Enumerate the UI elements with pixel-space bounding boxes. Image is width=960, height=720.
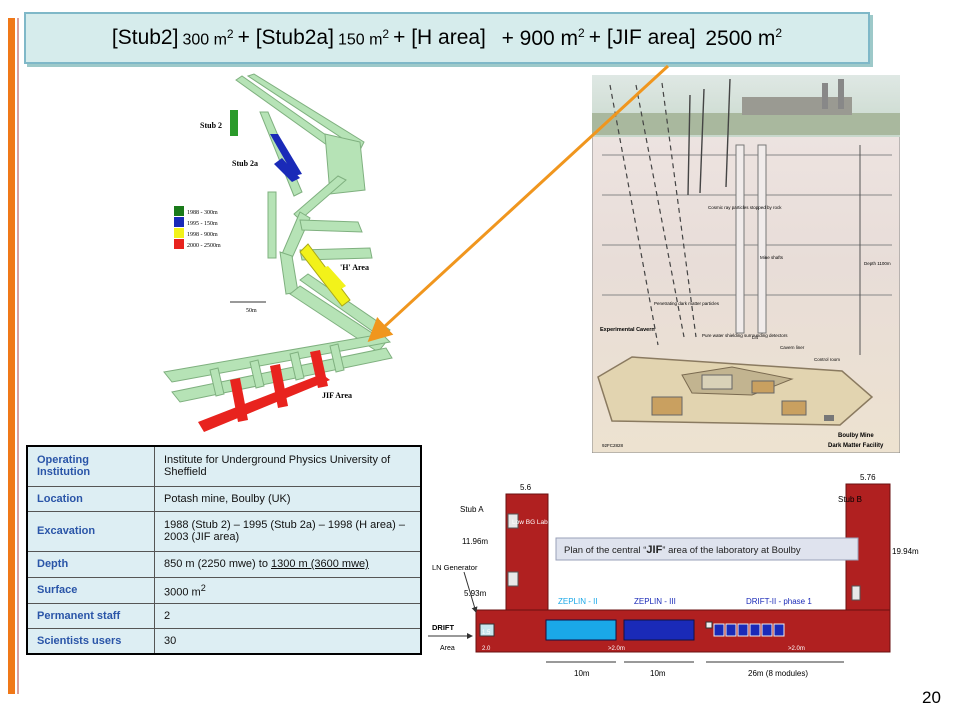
svg-text:LN Generator: LN Generator (432, 563, 478, 572)
svg-text:10m: 10m (574, 669, 590, 678)
svg-text:19.94m: 19.94m (892, 547, 919, 556)
svg-text:5.6: 5.6 (520, 483, 532, 492)
title-jif-area: 2500 m2 (705, 25, 783, 50)
svg-text:>2.0m: >2.0m (608, 646, 625, 652)
row-value: Institute for Underground Physics Univer… (154, 445, 422, 487)
page-number: 20 (922, 688, 941, 707)
svg-text:Area: Area (440, 645, 455, 652)
zeplin3-detector (623, 619, 695, 641)
svg-text:Mine shafts: Mine shafts (760, 255, 784, 260)
title-harea: + [H area] (393, 26, 486, 49)
table-row: Permanent staff 2 (26, 603, 422, 630)
table-row: Operating Institution Institute for Unde… (26, 445, 422, 487)
row-value: 2 (154, 603, 422, 630)
title-stub2: [Stub2] (111, 26, 179, 49)
jif-zone (198, 350, 330, 432)
svg-text:Control room: Control room (814, 357, 840, 362)
caption-box (555, 537, 859, 561)
svg-text:5.76: 5.76 (860, 474, 876, 482)
row-key: Excavation (26, 510, 155, 552)
svg-text:DRIFT-II - phase 1: DRIFT-II - phase 1 (746, 597, 812, 606)
svg-text:5.93m: 5.93m (464, 589, 487, 598)
map-scale: 50m (230, 301, 266, 314)
svg-text:>2.0m: >2.0m (788, 646, 805, 652)
svg-text:Pure water shielding surroundi: Pure water shielding surrounding detecto… (702, 333, 788, 338)
mine-shaft-1 (735, 144, 745, 334)
stub2a-zone-2 (274, 158, 300, 182)
svg-text:Plan of the central “JIF” area: Plan of the central “JIF” area of the la… (564, 544, 801, 556)
title-stub2-area: 300 m2 (182, 26, 234, 49)
svg-text:Depth 1100m: Depth 1100m (864, 261, 891, 266)
accent-bar (8, 18, 15, 694)
svg-text:2000 - 2500m: 2000 - 2500m (187, 243, 221, 249)
svg-text:Dark Matter Facility: Dark Matter Facility (828, 443, 884, 449)
svg-text:10m: 10m (650, 669, 666, 678)
table-row: Depth 850 m (2250 mwe) to 1300 m (3600 m… (26, 550, 422, 578)
svg-text:1988 - 300m: 1988 - 300m (187, 210, 218, 216)
jif-area-plan: Plan of the central “JIF” area of the la… (428, 474, 919, 678)
table-row: Surface 3000 m2 (26, 576, 422, 605)
svg-text:Cavern liner: Cavern liner (780, 345, 805, 350)
mine-shaft-2 (757, 144, 767, 334)
svg-text:Boulby Mine: Boulby Mine (838, 433, 874, 439)
svg-text:Low BG Lab: Low BG Lab (512, 519, 548, 526)
harea-zone-2 (318, 266, 346, 292)
svg-text:1998 - 900m: 1998 - 900m (187, 232, 218, 238)
row-value: 1988 (Stub 2) – 1995 (Stub 2a) – 1998 (H… (154, 510, 422, 552)
surface-buildings (742, 97, 852, 115)
row-value: 850 m (2250 mwe) to 1300 m (3600 mwe) (154, 550, 422, 578)
svg-text:Lift: Lift (752, 335, 759, 340)
facility-info-table: Operating Institution Institute for Unde… (26, 445, 422, 655)
ln-generator (479, 623, 495, 637)
row-value: 3000 m2 (154, 576, 422, 605)
svg-text:Penetrating dark matter partic: Penetrating dark matter particles (654, 301, 720, 306)
boulby-mine-illustration: Cosmic ray particles stopped by rock Min… (592, 75, 900, 453)
svg-text:ZEPLIN - III: ZEPLIN - III (634, 597, 676, 606)
tunnel-network (163, 73, 393, 403)
svg-text:Stub A: Stub A (460, 505, 484, 514)
stub2a-zone (270, 134, 302, 176)
svg-text:Cosmic ray particles stopped b: Cosmic ray particles stopped by rock (708, 205, 782, 210)
svg-text:26m (8 modules): 26m (8 modules) (748, 669, 808, 678)
table-row: Scientists users 30 (26, 628, 422, 655)
row-value: Potash mine, Boulby (UK) (154, 485, 422, 512)
drift2-modules (713, 623, 785, 637)
svg-text:92FC2828: 92FC2828 (602, 443, 624, 448)
label-harea: 'H' Area (340, 263, 369, 272)
svg-text:50m: 50m (246, 308, 257, 314)
title-harea-area: + 900 m2 (501, 25, 585, 50)
zeplin2-detector (545, 619, 617, 641)
svg-text:ZEPLIN - II: ZEPLIN - II (558, 597, 598, 606)
label-stub2: Stub 2 (200, 121, 222, 130)
stub-a (505, 493, 549, 621)
svg-text:2.0: 2.0 (482, 646, 491, 652)
svg-text:11.96m: 11.96m (462, 537, 488, 546)
row-key: Depth (26, 550, 155, 578)
title-stub2a-area: 150 m2 (337, 26, 390, 49)
mine-layout-map: Stub 2 Stub 2a 'H' Area JIF Area 1988 - … (163, 73, 393, 432)
row-key: Permanent staff (26, 603, 155, 630)
stub2-zone (230, 110, 238, 136)
svg-text:1.5: 1.5 (482, 630, 491, 636)
accent-line (17, 18, 19, 694)
row-key: Operating Institution (26, 445, 155, 487)
row-value: 30 (154, 628, 422, 655)
label-stub2a: Stub 2a (232, 159, 258, 168)
title-jif: + [JIF area] (588, 26, 696, 49)
label-jif: JIF Area (322, 391, 352, 400)
svg-text:1995 - 150m: 1995 - 150m (187, 221, 218, 227)
map-legend: 1988 - 300m 1995 - 150m 1998 - 900m 2000… (174, 206, 221, 249)
svg-text:DRIFT: DRIFT (432, 623, 454, 632)
row-key: Surface (26, 576, 155, 605)
row-key: Location (26, 485, 155, 512)
svg-text:Stub B: Stub B (838, 495, 862, 504)
row-key: Scientists users (26, 628, 155, 655)
title-stub2a: + [Stub2a] (237, 26, 334, 49)
table-row: Excavation 1988 (Stub 2) – 1995 (Stub 2a… (26, 510, 422, 552)
svg-text:Experimental Cavern: Experimental Cavern (600, 327, 655, 333)
table-row: Location Potash mine, Boulby (UK) (26, 485, 422, 512)
slide-title: [Stub2] 300 m2 + [Stub2a] 150 m2 + [H ar… (24, 12, 870, 64)
